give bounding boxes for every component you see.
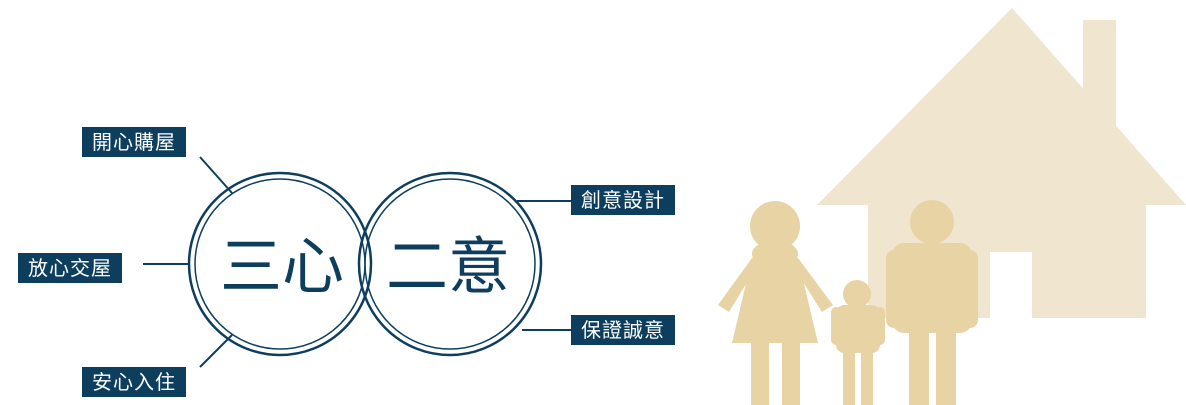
right-circle-inner <box>364 178 536 350</box>
label-peaceful-move-in: 安心入住 <box>82 367 186 397</box>
house-icon <box>817 8 1186 318</box>
right-circle-outer <box>357 171 543 357</box>
label-guaranteed-sincerity: 保證誠意 <box>571 315 675 345</box>
label-worry-free-delivery: 放心交屋 <box>18 253 122 283</box>
child-icon <box>831 280 885 405</box>
connector-bl <box>199 334 233 368</box>
connector-tl <box>199 156 233 194</box>
mother-icon <box>718 201 833 405</box>
father-icon <box>886 200 978 405</box>
venn-right-text: 二意 <box>386 230 510 303</box>
venn-left-text: 三心 <box>220 230 344 303</box>
venn-circles <box>187 171 543 357</box>
label-creative-design: 創意設計 <box>571 185 675 215</box>
connector-lines <box>143 156 571 368</box>
label-happy-purchase: 開心購屋 <box>82 127 186 157</box>
left-circle-outer <box>187 171 373 357</box>
family-icon <box>718 200 978 405</box>
